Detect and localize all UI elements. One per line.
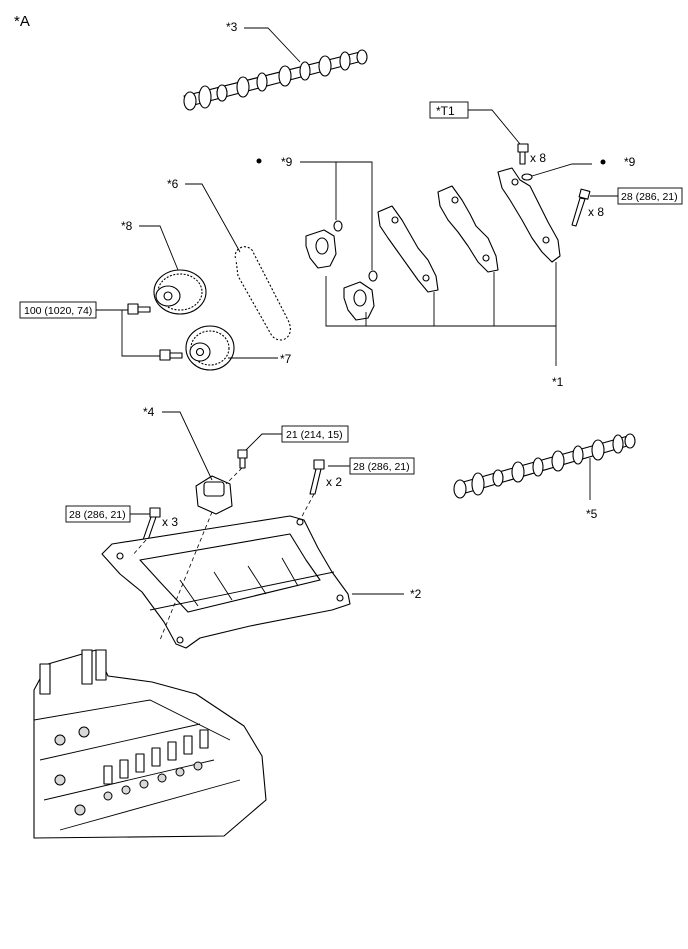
pair-quantity: x 2: [326, 475, 342, 489]
leader-8: [139, 225, 179, 271]
cam-cap-bolt-t1: [517, 143, 529, 165]
callout-1: *1: [552, 375, 564, 389]
leader-3: [244, 27, 301, 63]
callout-3: *3: [226, 20, 238, 34]
pair-torque-value: 28 (286, 21): [353, 461, 410, 473]
housing-bolt-trio: [142, 507, 161, 541]
leader-t1: [468, 109, 521, 145]
cam-cap-bolt-long: [571, 188, 591, 227]
assembly-guide-lines: [131, 467, 315, 641]
washer-9-left-a: [333, 220, 343, 232]
trio-quantity: x 3: [162, 515, 178, 529]
callout-4: *4: [143, 405, 155, 419]
camshaft-timing-sprocket: [185, 325, 235, 371]
chain-tensioner: [195, 475, 233, 515]
t1-quantity: x 8: [530, 151, 546, 165]
callout-6: *6: [167, 177, 179, 191]
callout-9-left: *9: [281, 155, 293, 169]
leader-6: [185, 183, 241, 253]
bearing-cap-long-1: [437, 185, 499, 273]
cylinder-head: [33, 649, 267, 839]
timing-chain: [234, 246, 292, 341]
callout-t1: *T1: [436, 104, 455, 118]
camshaft-timing-gear: [153, 269, 207, 315]
camshaft-housing: [101, 515, 351, 649]
leader-9-left: [300, 161, 373, 270]
callout-2: *2: [410, 587, 422, 601]
tensioner-torque-value: 21 (214, 15): [286, 429, 343, 441]
leader-1: [325, 262, 557, 366]
sprocket-bolt-upper: [127, 303, 151, 315]
cap-quantity: x 8: [588, 205, 604, 219]
camshaft-upper: [183, 49, 368, 111]
bearing-cap-long-2: [377, 205, 439, 293]
leader-4: [162, 411, 213, 481]
sprocket-bolt-lower: [159, 349, 183, 361]
leader-sprocket-torque: [96, 309, 160, 357]
callout-5: *5: [586, 507, 598, 521]
sprocket-torque-value: 100 (1020, 74): [24, 305, 92, 317]
bullet-dot-right: [600, 159, 606, 165]
camshaft-bearing-cap-housing: [497, 167, 561, 263]
bearing-cap-small-2: [343, 281, 375, 321]
bearing-cap-small-1: [305, 229, 337, 269]
washer-9-right: [521, 173, 533, 181]
callout-8: *8: [121, 219, 133, 233]
callout-9-right: *9: [624, 155, 636, 169]
leader-9-right: [531, 163, 592, 177]
camshaft-lower: [453, 433, 636, 499]
trio-torque-value: 28 (286, 21): [69, 509, 126, 521]
bullet-dot-left: [256, 158, 262, 164]
housing-bolt-pair: [309, 459, 325, 495]
tensioner-bolt: [237, 449, 248, 469]
washer-9-left-b: [368, 270, 378, 282]
cap-torque-value: 28 (286, 21): [621, 191, 678, 203]
view-label: *A: [14, 13, 30, 30]
leader-tensioner-torque: [245, 433, 282, 451]
callout-7: *7: [280, 352, 292, 366]
